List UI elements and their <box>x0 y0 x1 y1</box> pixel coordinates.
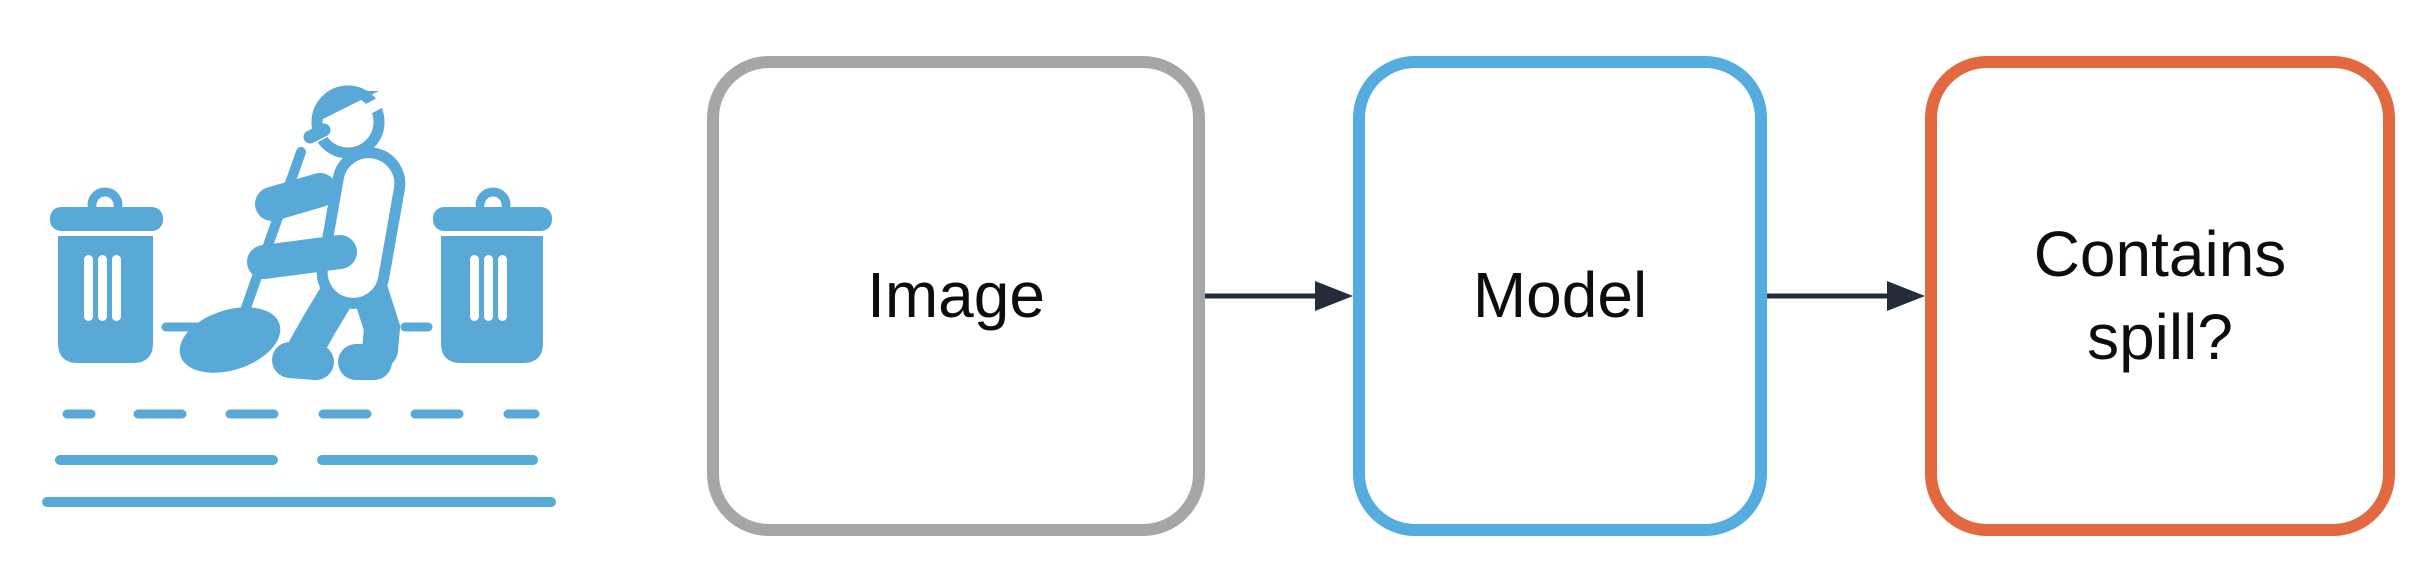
janitor-cleaning-spill-icon <box>42 85 556 507</box>
worker-figure-icon <box>247 85 406 380</box>
arrow-model-to-contains-spill-icon <box>1767 281 1925 311</box>
node-image-label: Image <box>867 259 1045 332</box>
trash-can-left-icon <box>50 187 163 363</box>
arrow-image-to-model-icon <box>1205 281 1353 311</box>
node-contains-spill-label: Contains spill? <box>2033 217 2287 373</box>
ground-lines-bottom <box>42 409 556 507</box>
node-image: Image <box>707 56 1205 536</box>
mop-icon <box>179 147 306 373</box>
node-model-label: Model <box>1472 259 1648 332</box>
trash-can-right-icon <box>433 187 552 363</box>
node-contains-spill: Contains spill? <box>1925 56 2395 536</box>
node-model: Model <box>1353 56 1767 536</box>
